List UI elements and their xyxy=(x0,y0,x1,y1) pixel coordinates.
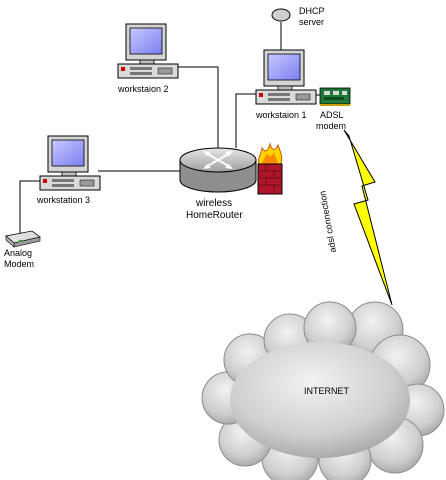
router-label-line1: wireless xyxy=(195,198,232,209)
dhcp-server-label-line1: DHCP xyxy=(299,6,325,16)
analog-modem: Analog Modem xyxy=(4,230,41,269)
workstation-3[interactable]: workstation 3 xyxy=(36,135,101,205)
adsl-modem-icon xyxy=(319,87,351,106)
adsl-modem-label-line2: modem xyxy=(316,121,346,131)
adsl-modem-label-line1: ADSL xyxy=(320,110,344,120)
analog-modem-label-line1: Analog xyxy=(4,248,32,258)
workstation-3-icon xyxy=(39,135,101,191)
adsl-connection-bolt: adsl connection xyxy=(317,129,393,306)
adsl-connection-label: adsl connection xyxy=(317,190,338,253)
dhcp-server-icon xyxy=(271,8,291,22)
dhcp-server-label-line2: server xyxy=(299,17,324,27)
connection-lines xyxy=(19,22,320,235)
link-ws2-router xyxy=(178,66,219,148)
workstation-1-icon xyxy=(255,49,317,105)
workstation-2-label: workstaion 2 xyxy=(117,84,169,94)
internet-label: INTERNET xyxy=(304,386,350,396)
router-label-line2: HomeRouter xyxy=(186,210,243,221)
workstation-1-label: workstaion 1 xyxy=(255,110,307,120)
firewall-icon xyxy=(257,142,283,195)
dhcp-server: DHCP server xyxy=(271,6,325,27)
workstation-1[interactable]: workstaion 1 xyxy=(255,49,317,120)
wireless-router[interactable]: wireless HomeRouter xyxy=(179,147,257,221)
adsl-modem: ADSL modem xyxy=(316,87,351,131)
workstation-2[interactable]: workstaion 2 xyxy=(117,23,179,94)
analog-modem-label-line2: Modem xyxy=(4,259,34,269)
link-ws1-router xyxy=(235,93,258,148)
internet-cloud: INTERNET xyxy=(201,301,445,480)
workstation-2-icon xyxy=(117,23,179,79)
analog-modem-icon xyxy=(5,230,41,248)
link-ws3-analog-modem xyxy=(19,180,42,235)
router-icon xyxy=(179,147,257,193)
workstation-3-label: workstation 3 xyxy=(36,195,90,205)
